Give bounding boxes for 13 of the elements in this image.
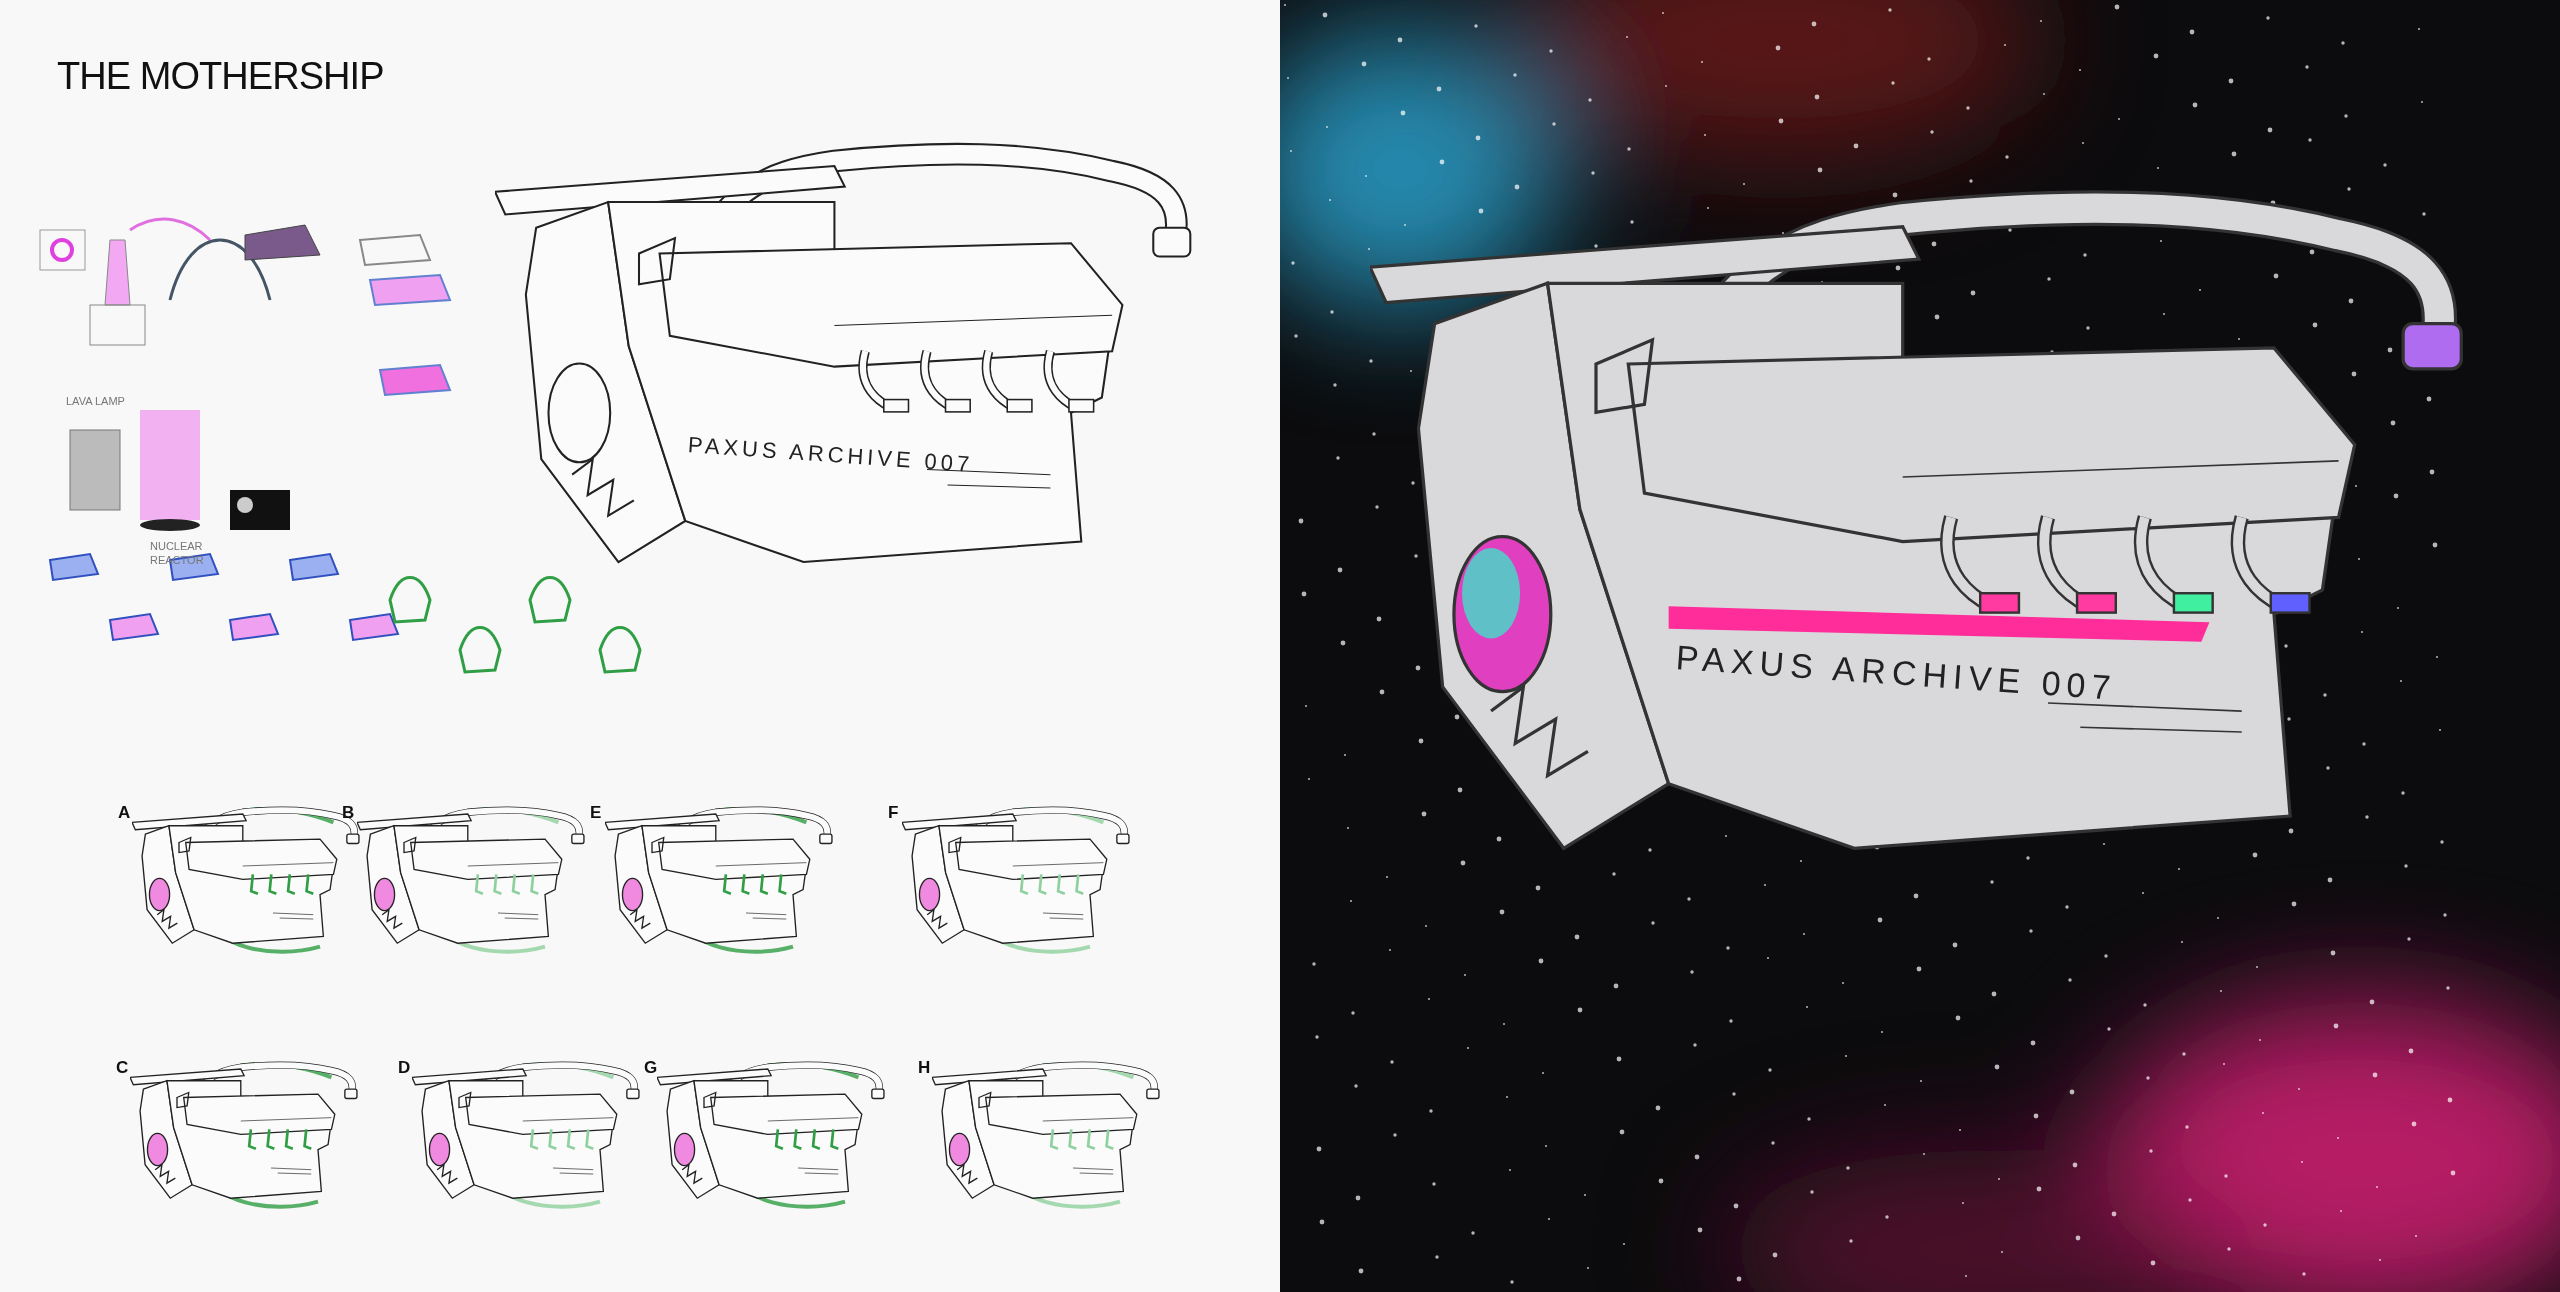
sketch-note: LAVA LAMP — [66, 395, 126, 409]
variant-letter: D — [398, 1057, 411, 1079]
variant-letter: E — [590, 802, 602, 824]
variant-letter: H — [918, 1057, 931, 1079]
variant-letter: C — [116, 1057, 129, 1079]
sketch-note: NUCLEAR REACTOR — [150, 540, 205, 568]
variant-letter: B — [342, 802, 355, 824]
title: THE MOTHERSHIP — [57, 54, 384, 99]
hull-lettering: PAXUS ARCHIVE 007 — [1674, 637, 2119, 709]
variant-letter: G — [644, 1057, 658, 1079]
hull-lettering: PAXUS ARCHIVE 007 — [686, 431, 975, 479]
variant-letter: A — [118, 802, 131, 824]
variant-letter: F — [888, 802, 899, 824]
